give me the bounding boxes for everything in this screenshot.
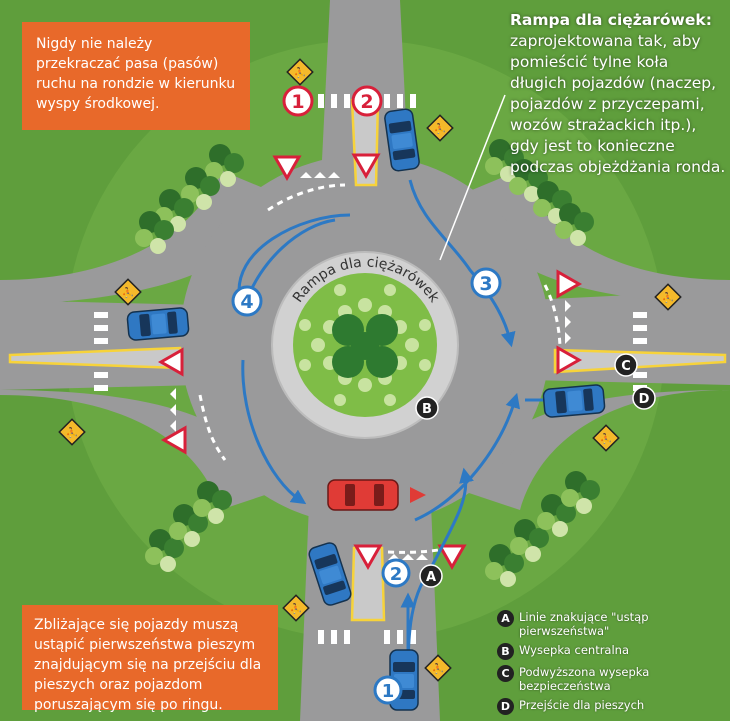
- svg-text:3: 3: [479, 273, 492, 295]
- marker-2-top: 2: [351, 85, 383, 117]
- callout-pointer: [439, 94, 506, 261]
- central-island: [293, 273, 437, 417]
- legend-key-B: B: [497, 643, 514, 660]
- legend-key-C: C: [497, 665, 514, 682]
- svg-text:C: C: [621, 359, 631, 374]
- svg-text:2: 2: [390, 564, 403, 585]
- svg-text:⛹: ⛹: [662, 291, 674, 304]
- svg-text:⛹: ⛹: [434, 122, 446, 135]
- legend-key-A: A: [497, 610, 514, 627]
- legend-label-D: Przejście dla pieszych: [519, 698, 645, 712]
- legend-item-C: C Podwyższona wysepka bezpieczeństwa: [497, 665, 727, 693]
- svg-text:⛹: ⛹: [294, 66, 306, 79]
- car-left: [126, 306, 190, 342]
- marker-2-bottom: 2: [381, 558, 411, 588]
- svg-text:1: 1: [291, 91, 304, 113]
- marker-B: B: [415, 396, 439, 420]
- svg-text:B: B: [422, 402, 432, 417]
- marker-C: C: [614, 353, 638, 377]
- svg-text:⛹: ⛹: [432, 662, 444, 675]
- svg-text:⛹: ⛹: [600, 432, 612, 445]
- legend-item-A: A Linie znakujące "ustąp pierwszeństwa": [497, 610, 727, 638]
- svg-text:A: A: [426, 570, 436, 585]
- marker-1-top: 1: [282, 85, 314, 117]
- svg-text:⛹: ⛹: [122, 286, 134, 299]
- marker-A: A: [419, 564, 443, 588]
- callout-body: zaprojektowana tak, aby pomieścić tylne …: [510, 32, 726, 176]
- svg-text:⛹: ⛹: [66, 426, 78, 439]
- svg-text:⛹: ⛹: [290, 602, 302, 615]
- note-bottom-left: Zbliżające się pojazdy muszą ustąpić pie…: [22, 605, 278, 713]
- marker-4: 4: [231, 285, 263, 317]
- note-bottom-left-text: Zbliżające się pojazdy muszą ustąpić pie…: [34, 617, 262, 713]
- legend-label-B: Wysepka centralna: [519, 643, 630, 657]
- svg-text:2: 2: [360, 91, 373, 113]
- legend-label-A: Linie znakujące "ustąp pierwszeństwa": [519, 610, 649, 638]
- shark-teeth: [170, 172, 571, 560]
- legend-item-B: B Wysepka centralna: [497, 643, 727, 660]
- svg-text:1: 1: [382, 681, 395, 702]
- svg-text:4: 4: [240, 291, 253, 313]
- note-top-left: Nigdy nie należy przekraczać pasa (pasów…: [22, 22, 250, 130]
- svg-text:D: D: [639, 392, 650, 407]
- truck-apron-callout: Rampa dla ciężarówek: zaprojektowana tak…: [510, 10, 728, 178]
- legend-key-D: D: [497, 698, 514, 715]
- legend-label-C: Podwyższona wysepka bezpieczeństwa: [519, 665, 650, 693]
- car-right: [542, 383, 606, 419]
- note-top-left-text: Nigdy nie należy przekraczać pasa (pasów…: [36, 36, 236, 112]
- warning-signs: ⛹ ⛹ ⛹ ⛹ ⛹ ⛹ ⛹ ⛹: [58, 58, 682, 682]
- legend-item-D: D Przejście dla pieszych: [497, 698, 727, 715]
- marker-D: D: [632, 386, 656, 410]
- marker-1-bottom: 1: [373, 675, 403, 705]
- car-red: [327, 479, 426, 511]
- callout-title: Rampa dla ciężarówek:: [510, 11, 712, 29]
- legend: A Linie znakujące "ustąp pierwszeństwa" …: [497, 610, 727, 720]
- marker-3: 3: [470, 267, 502, 299]
